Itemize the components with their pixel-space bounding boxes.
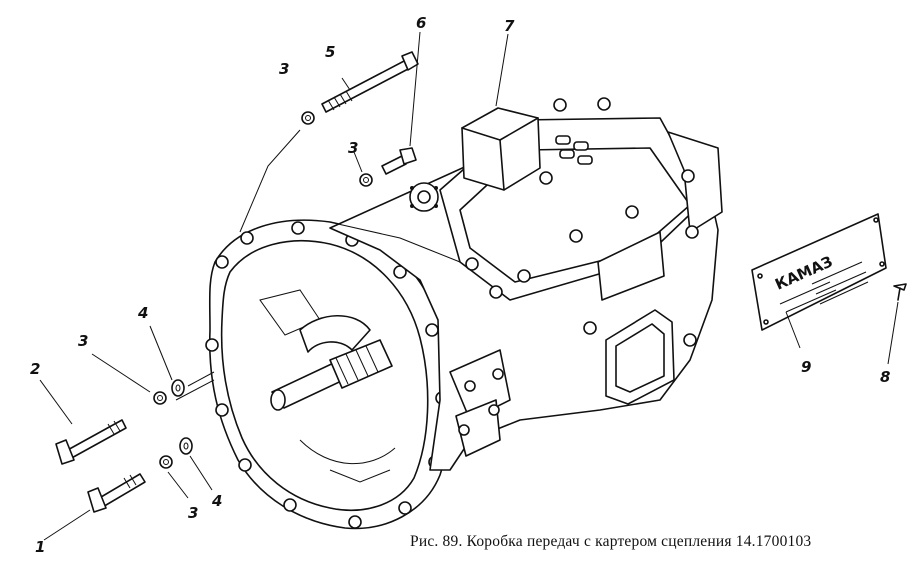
figure-caption: Рис. 89. Коробка передач с картером сцеп… <box>410 533 812 550</box>
callout-3-left: 3 <box>78 332 88 350</box>
input-shaft <box>270 314 393 411</box>
callout-7: 7 <box>504 17 515 35</box>
gearbox-case <box>329 97 723 471</box>
callout-3-mid: 3 <box>348 139 358 157</box>
callout-6: 6 <box>416 14 426 32</box>
callout-5: 5 <box>325 43 335 61</box>
nut-3-top <box>301 111 315 125</box>
bolt-2 <box>55 419 127 465</box>
washers-left <box>153 379 193 469</box>
callout-3-top: 3 <box>279 60 289 78</box>
callout-9: 9 <box>801 358 811 376</box>
screw-8 <box>893 283 907 301</box>
bolt-5 <box>321 51 419 113</box>
name-plate: КАМАЗ <box>751 213 887 331</box>
callout-3-bottom: 3 <box>188 504 198 522</box>
bolt-1 <box>87 473 146 513</box>
bolt-6 <box>381 147 417 175</box>
nut-3-mid <box>359 173 373 187</box>
callout-8: 8 <box>880 368 890 386</box>
callout-2: 2 <box>30 360 40 378</box>
callout-4-left: 4 <box>137 304 148 322</box>
callout-1: 1 <box>35 538 45 556</box>
leader-lines <box>39 31 899 541</box>
callouts: 1 2 3 3 3 3 4 4 5 6 7 8 9 <box>30 14 890 556</box>
callout-4-bottom: 4 <box>211 492 222 510</box>
